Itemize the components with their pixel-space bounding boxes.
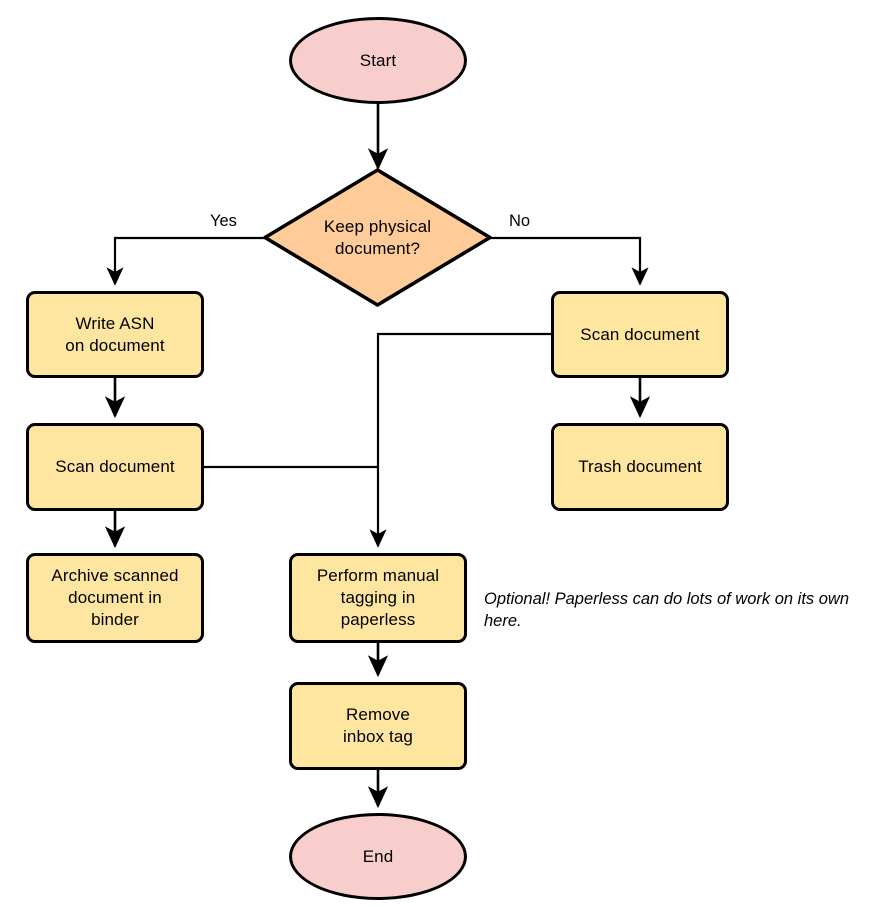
node-archive-scanned-document[interactable]: Archive scanned document in binder	[26, 553, 204, 643]
node-perform-manual-tagging[interactable]: Perform manual tagging in paperless	[289, 553, 467, 643]
decision-diamond-shape	[263, 168, 492, 307]
node-start-label: Start	[359, 50, 397, 70]
edge-label-no: No	[509, 212, 531, 230]
node-end[interactable]: End	[289, 813, 467, 900]
node-trash-document-label: Trash document	[578, 457, 702, 477]
node-manual-tagging-label: Perform manual tagging in paperless	[316, 566, 440, 629]
node-archive-label: Archive scanned document in binder	[51, 566, 179, 629]
node-end-label: End	[362, 846, 394, 866]
edge-decision-yes	[106, 236, 265, 286]
node-scan-document-left[interactable]: Scan document	[26, 423, 204, 511]
node-trash-document[interactable]: Trash document	[551, 423, 729, 511]
edge-scanright-to-tagging	[369, 332, 551, 548]
node-scan-document-right[interactable]: Scan document	[551, 291, 729, 378]
node-scan-document-left-label: Scan document	[55, 457, 175, 477]
edge-label-yes: Yes	[210, 212, 237, 230]
node-start[interactable]: Start	[289, 17, 467, 104]
node-remove-inbox-tag-label: Remove inbox tag	[343, 705, 413, 746]
node-write-asn-label: Write ASN on document	[65, 313, 165, 355]
annotation-optional-note: Optional! Paperless can do lots of work …	[484, 590, 850, 631]
node-remove-inbox-tag[interactable]: Remove inbox tag	[289, 682, 467, 770]
edge-decision-no	[490, 236, 649, 286]
node-scan-document-right-label: Scan document	[580, 324, 700, 344]
node-write-asn-on-document[interactable]: Write ASN on document	[26, 291, 204, 378]
node-decision-label: Keep physical document?	[323, 216, 432, 258]
node-keep-physical-document[interactable]: Keep physical document?	[265, 170, 490, 305]
